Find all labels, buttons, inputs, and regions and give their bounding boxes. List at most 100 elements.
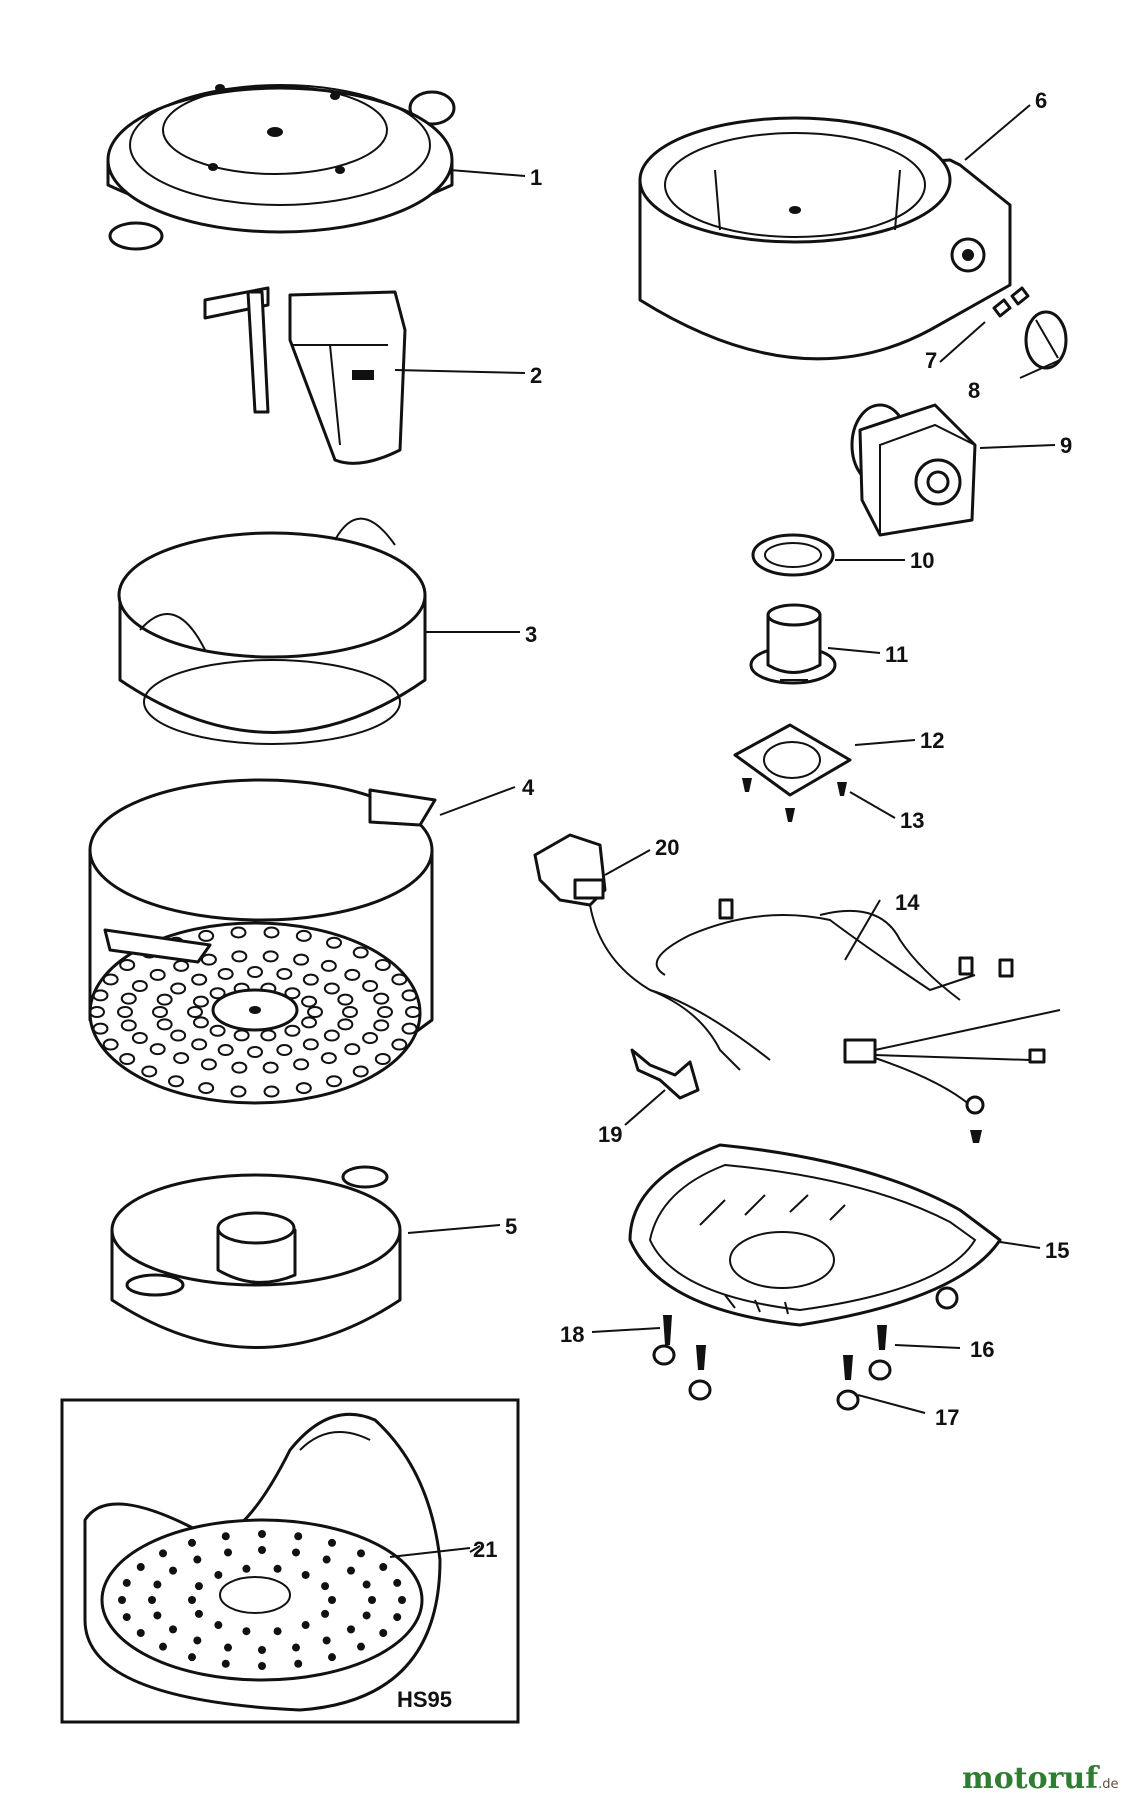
perforation-hole (323, 982, 340, 995)
label-6: 6 (1035, 88, 1047, 113)
inset-hole (393, 1578, 402, 1587)
inset-hole (356, 1549, 365, 1558)
label-13: 13 (900, 808, 924, 833)
perforation-hole (119, 958, 136, 971)
perforation-hole (295, 1082, 312, 1095)
perforation-hole (192, 1016, 209, 1029)
leader-lines (389, 104, 1061, 1558)
inset-hole (159, 1549, 168, 1558)
inset-hole (169, 1625, 178, 1634)
perforation-hole (247, 1046, 263, 1058)
perforation-hole (120, 1019, 137, 1032)
part-10-seal-ring (751, 533, 835, 577)
perforation-hole (391, 1038, 408, 1051)
inset-hole (346, 1566, 355, 1575)
perforation-hole (374, 1053, 391, 1066)
perforation-hole (131, 979, 148, 992)
perforation-hole (198, 929, 215, 942)
perforation-hole (295, 929, 312, 942)
part-20-plug (533, 833, 607, 907)
label-8: 8 (968, 378, 980, 403)
perforation-hole (362, 1032, 379, 1045)
part-8-knob (1024, 310, 1068, 370)
perforation-hole (401, 1022, 418, 1035)
inset-hole (136, 1563, 145, 1571)
perforation-hole (230, 926, 247, 939)
inset-hole (194, 1582, 203, 1591)
inset-hole (362, 1611, 371, 1620)
perforation-hole (405, 1006, 421, 1018)
watermark-logo: motoruf.de (962, 1761, 1119, 1796)
label-15: 15 (1045, 1238, 1069, 1263)
perforation-hole (187, 1006, 203, 1018)
inset-hole (368, 1596, 376, 1604)
inset-hole (356, 1642, 365, 1651)
inset-hole (291, 1548, 300, 1557)
part-1-lid (106, 84, 456, 251)
label-10: 10 (910, 548, 934, 573)
inset-hole (321, 1609, 330, 1618)
perforation-hole (247, 966, 263, 978)
perforation-hole (320, 959, 337, 972)
perforation-hole (301, 1016, 318, 1029)
perforation-hole (263, 926, 280, 939)
part-5-inner-bowl (110, 1165, 402, 1349)
inset-hole (169, 1566, 178, 1575)
perforation-hole (302, 1038, 319, 1051)
perforation-hole (192, 995, 209, 1008)
perforation-hole (173, 1052, 190, 1065)
perforation-hole (337, 993, 354, 1006)
inset-hole (221, 1532, 230, 1541)
perforation-hole (302, 973, 319, 986)
inset-hole (242, 1627, 251, 1636)
perforation-hole (102, 1038, 119, 1051)
inset-hole (258, 1546, 266, 1554)
label-9: 9 (1060, 433, 1072, 458)
perforation-hole (92, 1022, 109, 1035)
inset-hole (122, 1613, 131, 1622)
perforation-hole (373, 992, 390, 1005)
inset-hole (322, 1636, 331, 1645)
perforation-hole (170, 982, 187, 995)
label-3: 3 (525, 622, 537, 647)
inset-hole (153, 1611, 162, 1620)
inset-hole (379, 1629, 388, 1637)
inset-hole (328, 1596, 336, 1604)
inset-hole (159, 1642, 168, 1651)
perforation-hole (168, 1075, 184, 1088)
perforation-hole (120, 992, 137, 1005)
inset-hole (321, 1582, 330, 1591)
perforation-hole (326, 1075, 342, 1088)
part-7-screws (992, 286, 1030, 318)
perforation-hole (284, 1024, 301, 1037)
perforation-hole (320, 1052, 337, 1065)
perforation-hole (117, 1006, 133, 1018)
inset-hole (193, 1636, 202, 1645)
inset-hole (136, 1629, 145, 1637)
perforation-hole (352, 1065, 369, 1078)
inset-hole (301, 1570, 310, 1579)
perforation-hole (276, 1044, 293, 1057)
perforation-hole (149, 1043, 166, 1056)
inset-model-label: HS95 (397, 1687, 452, 1712)
inset-hole (188, 1653, 196, 1662)
perforation-hole (231, 950, 248, 963)
part-2-measuring-cup (203, 286, 407, 465)
perforation-hole (276, 967, 293, 980)
part-19-clip (630, 1048, 700, 1100)
inset-hole (328, 1653, 336, 1662)
inset-hole (379, 1563, 388, 1571)
perforation-hole (191, 1038, 208, 1051)
perforation-hole (92, 989, 109, 1002)
perforation-hole (401, 989, 418, 1002)
perforation-hole (200, 953, 217, 966)
inset-hole (346, 1625, 355, 1634)
perforation-hole (149, 968, 166, 981)
inset-hole (328, 1538, 336, 1547)
part-14-wiring-harness (589, 898, 1061, 1143)
inset-hole (301, 1621, 310, 1630)
perforation-hole (263, 1085, 280, 1098)
perforation-hole (344, 968, 361, 981)
inset-hole (398, 1596, 406, 1604)
